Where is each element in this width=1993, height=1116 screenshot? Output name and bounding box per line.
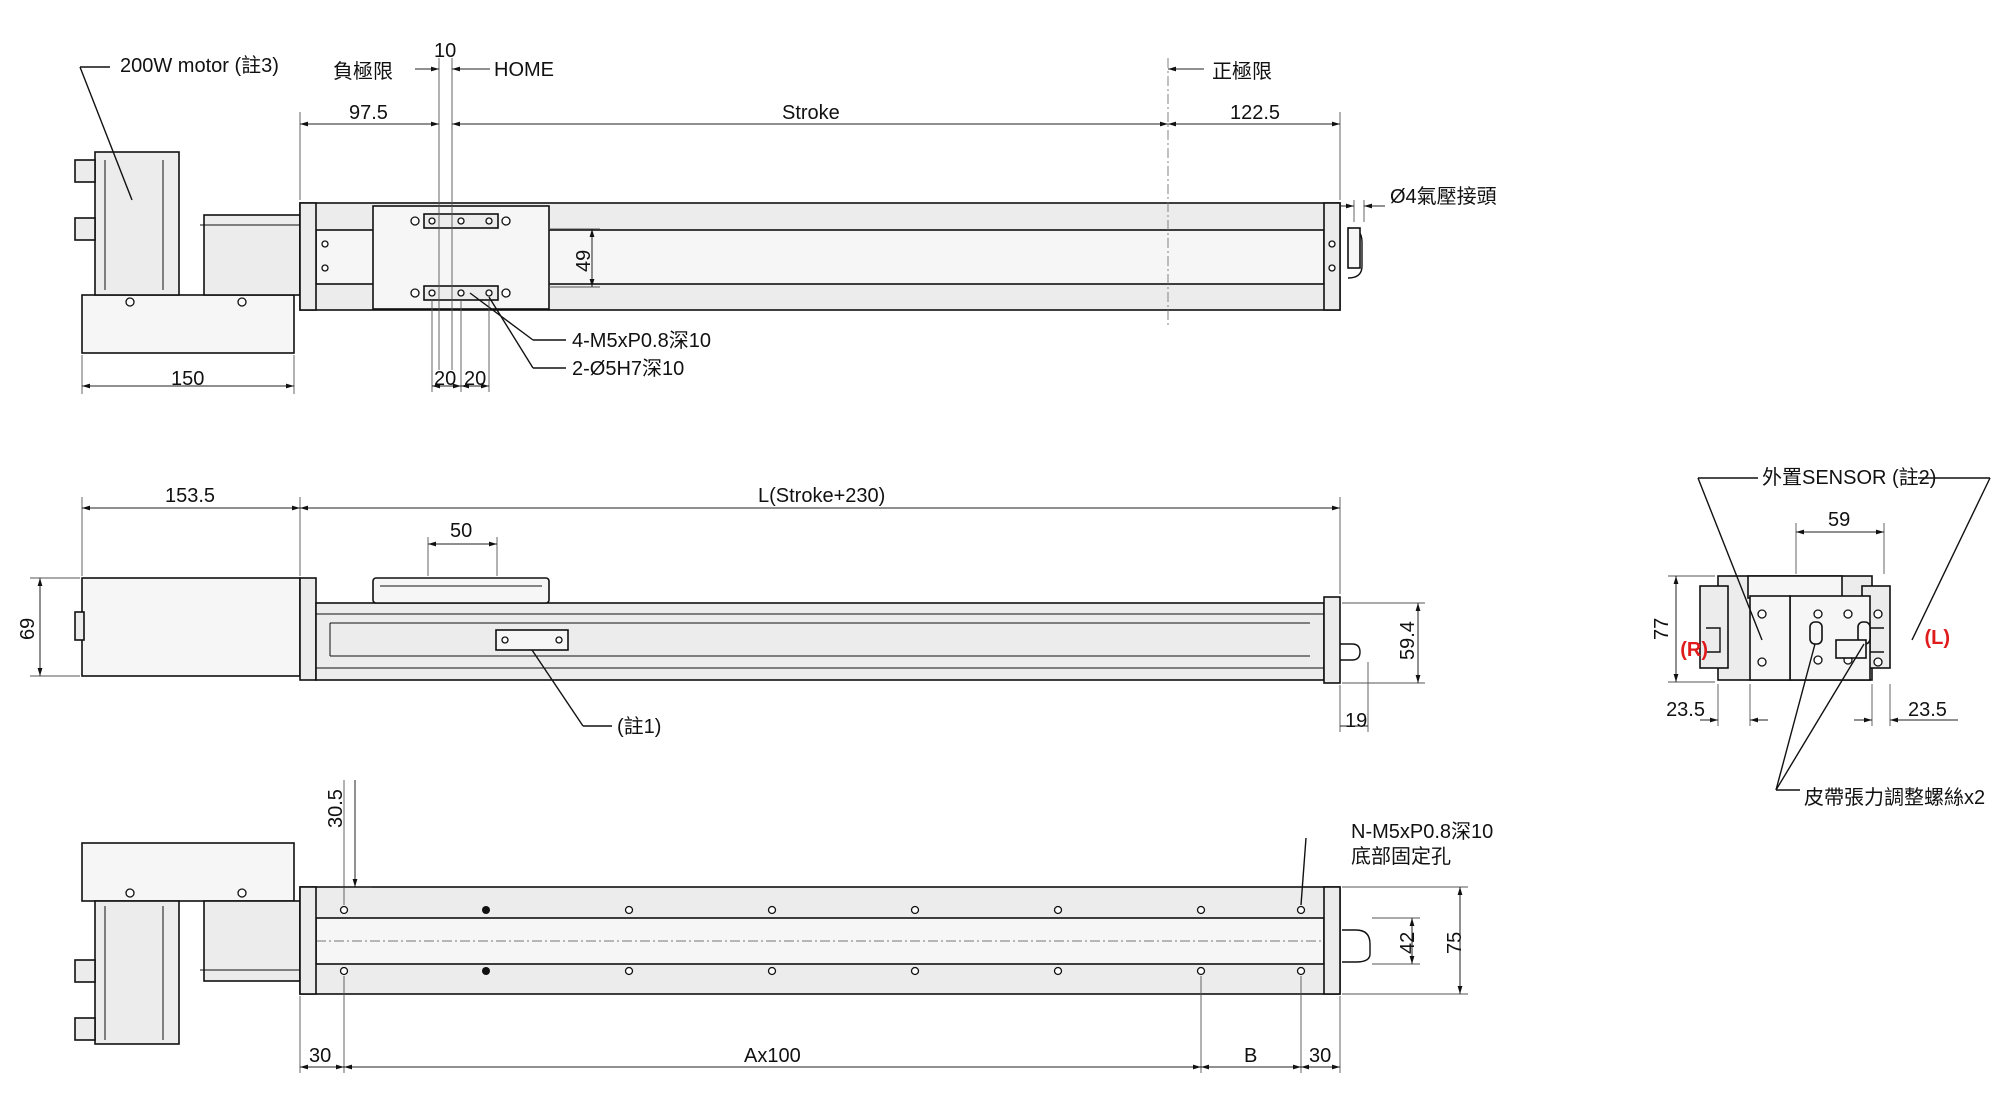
right-side-label: (R) [1680,639,1708,661]
end-view: 外置SENSOR (註2) 59 77 (R) (L) 23.5 23.5 皮帶… [1651,466,1991,809]
actuator-body-bottom [299,886,1371,995]
hole-pitch-a: 20 [434,368,456,390]
carriage-width-dim: 49 [573,250,595,272]
side-view: 153.5 L(Stroke+230) 50 69 59.4 19 (註1) [17,485,1425,738]
home-offset-dim: 10 [434,40,456,62]
end-height-dim: 77 [1651,618,1673,640]
air-fitting-label: Ø4氣壓接頭 [1390,185,1497,208]
top-view: 200W motor (註3) 負極限 10 HOME 正極限 97.5 Str… [74,40,1497,394]
remainder-label: B [1244,1045,1257,1067]
mount-holes-label: N-M5xP0.8深10 [1351,820,1493,843]
motor-bottom [74,842,301,1045]
end-left-dim: 30 [309,1045,331,1067]
top-offset-dim: 30.5 [325,789,347,828]
left-side-label: (L) [1924,627,1950,649]
side-offset-right: 23.5 [1908,699,1947,721]
motor-length-side: 153.5 [165,485,215,507]
motor-side [74,577,317,681]
end-offset-dim: 19 [1345,710,1367,732]
sensor-label: 外置SENSOR (註2) [1762,466,1936,489]
tension-screws-label: 皮帶張力調整螺絲x2 [1804,786,1985,809]
motor-length-top: 150 [171,368,204,390]
stroke-label: Stroke [782,102,840,124]
carriage-top [372,205,550,310]
home-label: HOME [494,59,554,81]
outer-width-dim: 75 [1444,932,1466,954]
side-offset-left: 23.5 [1666,699,1705,721]
motor-top [74,151,301,354]
dim-97-5: 97.5 [349,102,388,124]
motor-label: 200W motor (註3) [120,54,279,77]
tap-holes-label: 4-M5xP0.8深10 [572,329,711,352]
total-length-label: L(Stroke+230) [758,485,885,507]
actuator-body-side [315,596,1361,684]
carriage-side [372,577,550,604]
pitch-label: Ax100 [744,1045,801,1067]
mount-holes-desc: 底部固定孔 [1351,845,1451,868]
body-height-dim: 59.4 [1397,621,1419,660]
inner-width-dim: 42 [1397,932,1419,954]
note-1-label: (註1) [617,715,661,738]
pin-holes-label: 2-Ø5H7深10 [572,357,684,380]
bottom-view: 30.5 N-M5xP0.8深10 底部固定孔 42 75 30 Ax100 B… [74,780,1493,1073]
pos-limit-label: 正極限 [1212,60,1272,83]
carriage-length-dim: 50 [450,520,472,542]
hole-pitch-b: 20 [464,368,486,390]
top-width-dim: 59 [1828,509,1850,531]
neg-limit-label: 負極限 [333,60,393,83]
motor-height-dim: 69 [17,618,39,640]
end-right-dim: 30 [1309,1045,1331,1067]
dim-122-5: 122.5 [1230,102,1280,124]
